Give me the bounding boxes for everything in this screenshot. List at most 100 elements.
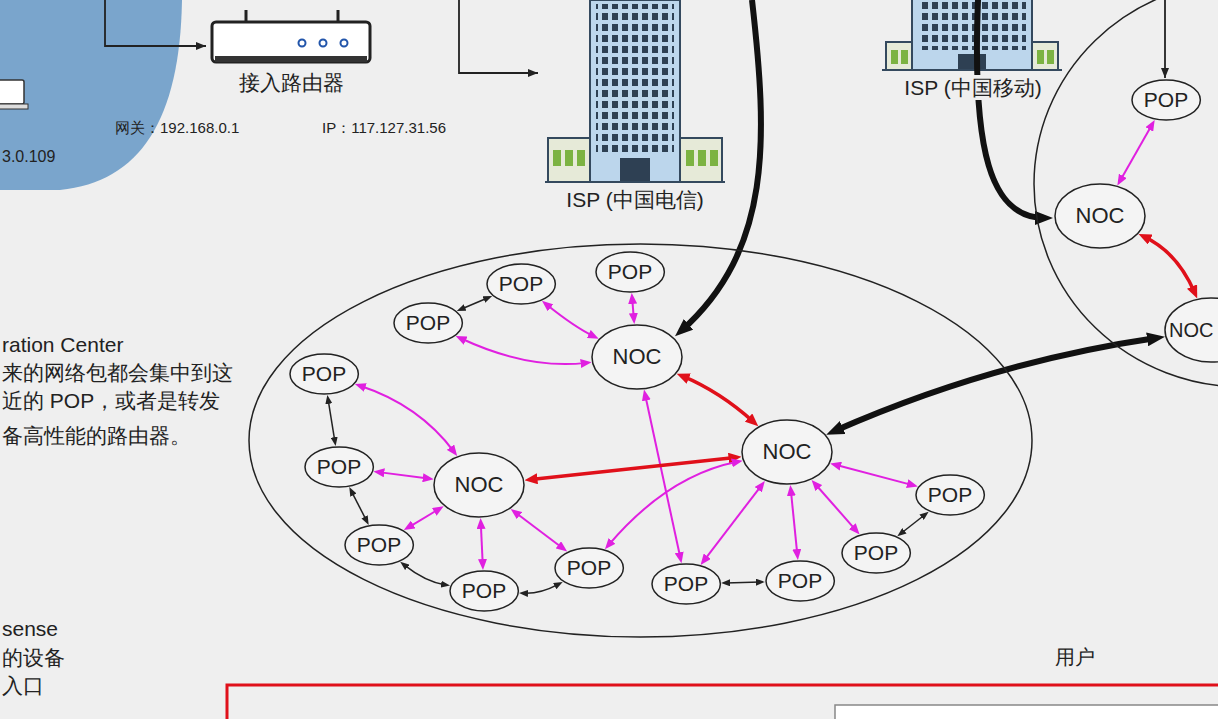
pop-node: POP (393, 302, 463, 344)
pop-node: POP (449, 570, 519, 612)
network-link (815, 484, 856, 530)
ellipse-shape (249, 244, 1032, 637)
network-link (726, 581, 761, 583)
ellipse-shape (1055, 184, 1145, 248)
ellipse-shape (742, 420, 832, 484)
ellipse-shape (290, 354, 358, 394)
backbone-link (681, 0, 761, 331)
note-label: 的设备 (2, 645, 65, 670)
pop-node: POP (595, 251, 665, 293)
network-link (632, 298, 634, 318)
pop-node: POP (344, 524, 414, 566)
noc-node: NOC (433, 452, 525, 518)
ellipse-shape (345, 525, 413, 565)
pop-node: POP (1131, 79, 1201, 121)
note-label: 来的网络包都会集中到这 (2, 360, 233, 385)
network-link (379, 472, 428, 478)
network-link (834, 338, 1156, 431)
network-link (409, 509, 439, 527)
network-link (515, 512, 563, 548)
network-link (901, 514, 925, 533)
node-name: POP (317, 454, 361, 479)
lan-region (0, 0, 182, 190)
network-link (404, 565, 446, 585)
note-label: 3.0.109 (2, 147, 55, 166)
node-name: POP (608, 259, 652, 284)
note-label: 用户 (1055, 645, 1095, 669)
pop-node: POP (304, 446, 374, 488)
laptop-icon (0, 80, 24, 104)
network-link (1144, 237, 1194, 293)
network-link (704, 485, 762, 560)
note-label: 网关：192.168.0.1 (115, 119, 239, 137)
network-link (481, 523, 483, 564)
pop-node: POP (289, 353, 359, 395)
network-link (461, 338, 586, 364)
network-link (531, 458, 735, 480)
isp-node: ISP (中国移动) (880, 0, 1066, 100)
ellipse-shape (305, 447, 373, 487)
node-name: POP (854, 540, 898, 565)
pop-node: POP (554, 547, 624, 589)
pop-node: POP (486, 263, 556, 305)
network-link (683, 376, 754, 422)
ellipse-shape (766, 561, 834, 601)
noc-node: NOC (1164, 297, 1218, 363)
ellipse-shape (487, 264, 555, 304)
ellipse-shape (596, 252, 664, 292)
link-line (1164, 0, 1166, 78)
pop-node: POP (915, 474, 985, 516)
network-link (609, 462, 738, 545)
ellipse-shape (592, 325, 682, 389)
note-label: ration Center (2, 332, 123, 357)
network-link (791, 490, 797, 554)
network-link (461, 298, 488, 309)
node-name: POP (567, 555, 611, 580)
node-name: POP (664, 571, 708, 596)
node-name: NOC (455, 472, 504, 498)
ellipse-shape (1165, 298, 1218, 362)
node-label: ISP (中国移动) (901, 75, 1044, 100)
ellipse-shape (1132, 80, 1200, 120)
ellipse-shape (555, 548, 623, 588)
node-label: ISP (中国电信) (563, 187, 706, 212)
node-name: POP (499, 271, 543, 296)
node-name: POP (928, 482, 972, 507)
network-region: POP NOC NOC (1033, 0, 1218, 388)
node-name: POP (302, 361, 346, 386)
ellipse-shape (1034, 0, 1218, 387)
ellipse-shape (434, 453, 524, 517)
network-link (524, 584, 559, 593)
network-link (546, 304, 594, 336)
network-link (351, 491, 366, 521)
router-icon (212, 10, 370, 62)
note-label: sense (2, 616, 58, 641)
ellipse-shape (916, 475, 984, 515)
network-link (328, 399, 335, 441)
network-region: POP POP POP NOC POP NOC POP NOC POP POP POP POP POP P… (248, 243, 1033, 638)
note-label: 入口 (2, 673, 44, 698)
note-label: 近的 POP，或者是转发 (2, 388, 220, 413)
pop-node: POP (841, 532, 911, 574)
ellipse-shape (842, 533, 910, 573)
node-name: POP (462, 578, 506, 603)
noc-node: NOC (741, 419, 833, 485)
noc-node: NOC (591, 324, 683, 390)
node-label: 接入路由器 (236, 70, 347, 95)
ellipse-shape (394, 303, 462, 343)
backbone-link (977, 0, 1045, 218)
network-link (1120, 125, 1152, 181)
router-node: 接入路由器 (208, 18, 374, 95)
noc-node: NOC (1054, 183, 1146, 249)
note-label: IP：117.127.31.56 (322, 119, 446, 137)
node-name: NOC (1076, 203, 1125, 229)
node-name: POP (357, 532, 401, 557)
node-name: POP (406, 310, 450, 335)
note-label: 备高性能的路由器。 (2, 423, 191, 448)
link-line (459, 0, 538, 73)
node-name: POP (1144, 87, 1188, 112)
building-icon (882, 0, 1062, 70)
node-name: NOC (613, 344, 662, 370)
network-link (835, 465, 912, 485)
